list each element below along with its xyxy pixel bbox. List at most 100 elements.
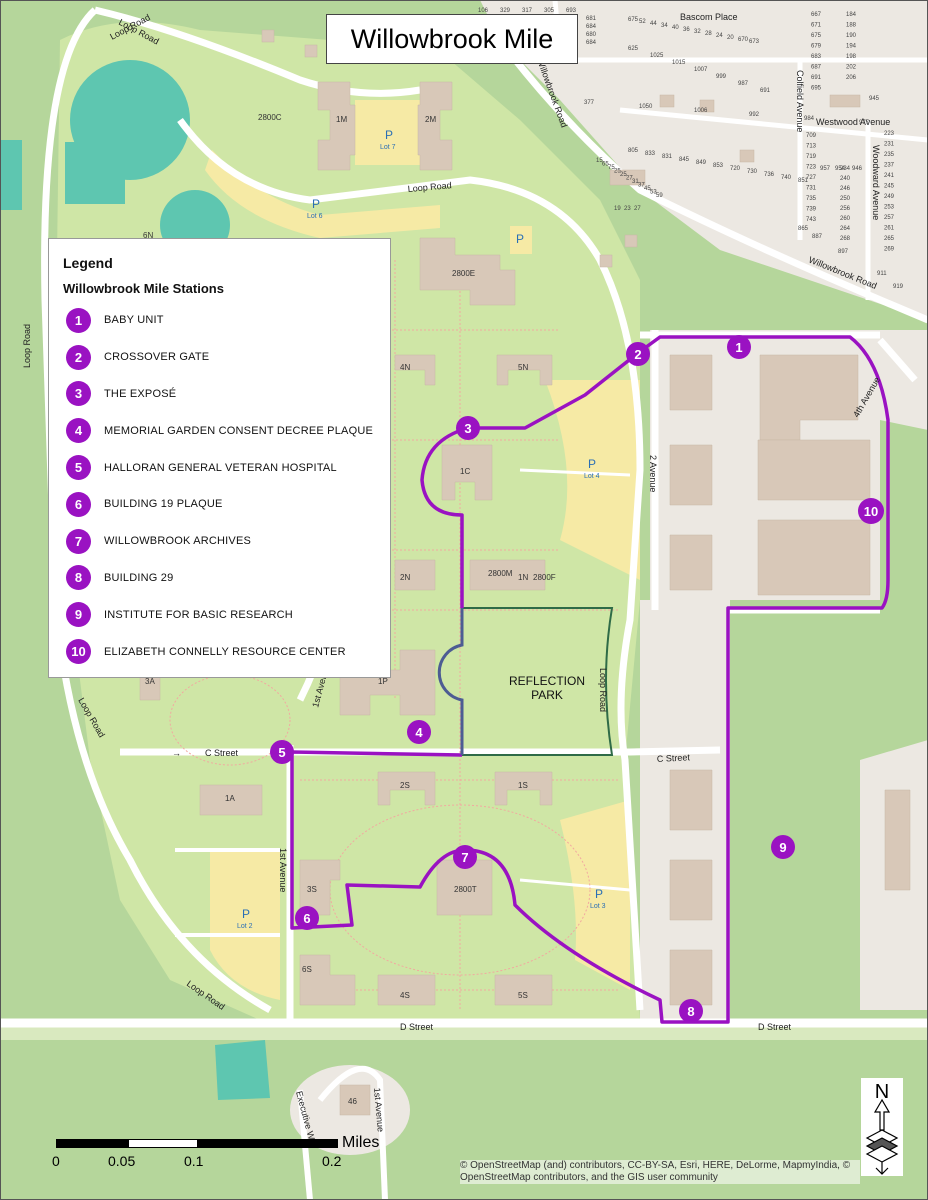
north-arrow: N [861, 1078, 903, 1176]
house-number: 736 [764, 172, 775, 178]
house-number: 673 [749, 39, 760, 45]
house-number: 845 [679, 157, 690, 163]
label-building-1a: 1A [225, 794, 235, 803]
station-marker-3-label: 3 [464, 421, 471, 436]
station-marker-4[interactable]: 4 [407, 720, 431, 744]
parking-lot-4 [545, 380, 640, 580]
house-number: 735 [806, 196, 817, 202]
parking-lot-3 [560, 800, 630, 990]
label-building-2800m: 2800M [488, 569, 513, 578]
house-number: 202 [846, 65, 857, 71]
house-number: 269 [884, 247, 895, 253]
house-number: 946 [852, 166, 863, 172]
legend-station-number-icon: 3 [66, 381, 91, 407]
house-number: 897 [838, 249, 849, 255]
parking-lot-6 [205, 150, 440, 238]
house-number: 999 [716, 74, 727, 80]
house-number: 957 [820, 166, 831, 172]
station-marker-7[interactable]: 7 [453, 845, 477, 869]
station-marker-5-label: 5 [278, 745, 285, 760]
house-number: 680 [586, 32, 597, 38]
house-number: 945 [869, 96, 880, 102]
station-marker-9[interactable]: 9 [771, 835, 795, 859]
house-number: 305 [544, 8, 555, 14]
house-number: 684 [586, 24, 597, 30]
building-6s [299, 954, 356, 1006]
house-number: 249 [884, 194, 895, 200]
north-arrow-layer-3 [865, 1145, 899, 1163]
house-number: 833 [645, 151, 656, 157]
house-number: 919 [893, 284, 904, 290]
road-label-c-street-west: C Street [205, 748, 239, 758]
scale-segment-1 [56, 1139, 128, 1148]
sports-field-rect [65, 142, 125, 204]
label-building-3a: 3A [145, 677, 155, 686]
house-number: 231 [884, 142, 895, 148]
willowbrook-road [497, 37, 928, 324]
station-marker-10-label: 10 [864, 504, 878, 519]
station-marker-5[interactable]: 5 [270, 740, 294, 764]
house-number: 37 [638, 183, 645, 189]
lot2-drives [175, 848, 280, 937]
house-number: 28 [705, 31, 712, 37]
legend-station-name: HALLORAN GENERAL VETERAN HOSPITAL [104, 461, 337, 474]
house-number: 40 [672, 25, 679, 31]
building-4s [377, 974, 436, 1006]
station-marker-2[interactable]: 2 [626, 342, 650, 366]
house-number: 831 [662, 154, 673, 160]
house-number: 675 [811, 33, 822, 39]
road-label-second-avenue: 2 Avenue [648, 455, 658, 492]
reflection-park-label-line2: PARK [531, 688, 563, 702]
parking-label-lot6: Lot 6 [307, 213, 323, 220]
label-building-6s: 6S [302, 965, 312, 974]
house-number: 237 [884, 163, 895, 169]
parking-lot-2 [210, 850, 280, 1000]
house-number: 65 [602, 162, 609, 168]
station-marker-1[interactable]: 1 [727, 335, 751, 359]
building-2800e [419, 237, 516, 306]
house-number: 675 [628, 17, 639, 23]
house-number: 1007 [694, 67, 708, 73]
scale-tick-0-2: 0.2 [322, 1153, 342, 1169]
house-number: 727 [806, 175, 817, 181]
house-number: 740 [781, 175, 792, 181]
buildings [139, 29, 911, 1116]
house-number: 667 [811, 12, 822, 18]
house-number: 730 [747, 169, 758, 175]
house-number: 720 [730, 166, 741, 172]
fourth-avenue [877, 337, 918, 383]
building-1s [494, 771, 553, 806]
label-building-1m: 1M [336, 115, 347, 124]
loop-road-west [41, 7, 272, 1014]
house [609, 169, 646, 186]
house-number: 671 [811, 23, 822, 29]
building-east-3 [669, 534, 713, 591]
label-building-4n: 4N [400, 363, 410, 372]
station-marker-3[interactable]: 3 [456, 416, 480, 440]
house-number: 253 [884, 205, 895, 211]
label-building-1c: 1C [460, 467, 470, 476]
legend-station-name: INSTITUTE FOR BASIC RESEARCH [104, 608, 293, 621]
station-marker-10[interactable]: 10 [858, 498, 884, 524]
house-number: 234 [840, 166, 851, 172]
station-marker-6[interactable]: 6 [295, 906, 319, 930]
legend-station-number-icon: 8 [66, 565, 91, 591]
house-number: 260 [840, 216, 851, 222]
station-marker-9-label: 9 [779, 840, 786, 855]
parking-icon-lot7: P [385, 128, 393, 142]
legend-station-name: BABY UNIT [104, 314, 164, 327]
station-marker-8[interactable]: 8 [679, 999, 703, 1023]
house-number: 377 [584, 100, 595, 106]
building-2s [377, 771, 436, 806]
house-number: 954 [835, 166, 846, 172]
house-number: 681 [586, 16, 597, 22]
